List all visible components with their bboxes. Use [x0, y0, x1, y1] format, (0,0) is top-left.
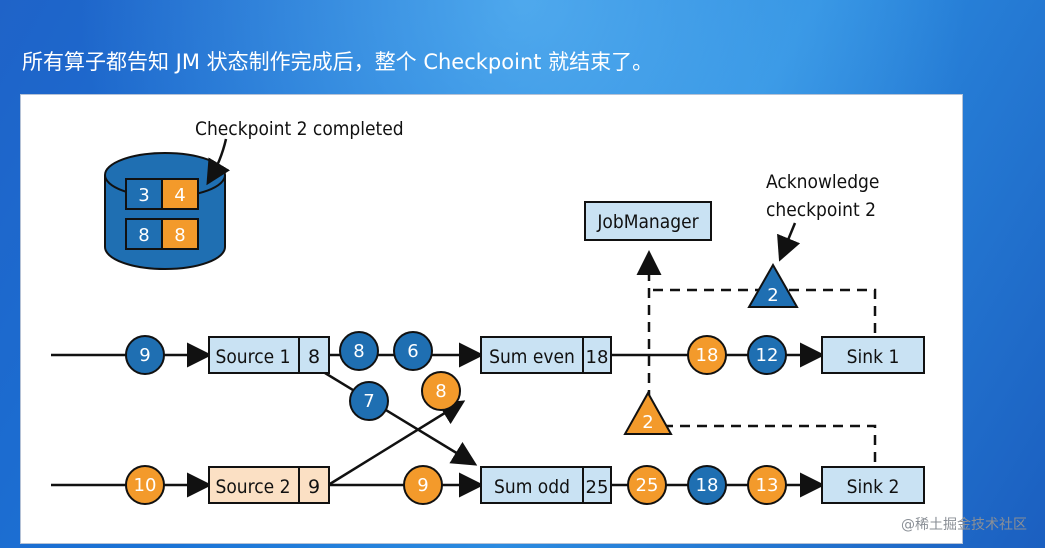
source2-box: Source 2 9 [208, 466, 330, 504]
sum-even-box: Sum even 18 [480, 336, 612, 374]
sink2-box: Sink 2 [821, 466, 925, 504]
sum-even-label: Sum even [489, 346, 575, 368]
record-blue [339, 331, 379, 371]
checkpoint-diagram: 3 4 8 8 Checkpoint 2 completed JobManage… [51, 118, 925, 505]
record-orange [627, 465, 667, 505]
jobmanager-box [584, 201, 712, 241]
checkpoint-storage: 3 4 8 8 [104, 152, 226, 270]
storage-cell [161, 218, 199, 250]
storage-label-arrow [206, 138, 231, 186]
record-value: 25 [636, 475, 659, 496]
ack-lines [636, 250, 877, 462]
source1-box: Source 1 8 [208, 336, 330, 374]
record-value: 13 [756, 475, 779, 496]
sum-odd-label: Sum odd [494, 476, 570, 498]
jobmanager-label: JobManager [596, 211, 699, 233]
ack-label-line2: checkpoint 2 [766, 199, 876, 221]
sink1-box: Sink 1 [821, 336, 925, 374]
record-blue [349, 381, 389, 421]
storage-cell-value: 4 [174, 185, 185, 206]
sum-odd-state: 25 [586, 477, 609, 498]
stream-s2-even [324, 400, 466, 489]
record-orange [687, 335, 727, 375]
ack-label-arrow [777, 222, 801, 262]
record-blue [747, 335, 787, 375]
record-value: 12 [756, 345, 779, 366]
record-value: 9 [417, 475, 428, 496]
record-orange [403, 465, 443, 505]
record-blue [393, 331, 433, 371]
source1-label: Source 1 [216, 346, 291, 368]
slide-caption: 所有算子都告知 JM 状态制作完成后，整个 Checkpoint 就结束了。 [22, 50, 654, 74]
sum-even-state: 18 [586, 347, 609, 368]
watermark: @稀土掘金技术社区 [901, 517, 1027, 533]
record-value: 9 [139, 345, 150, 366]
barrier-bottom [623, 390, 673, 435]
barrier-top-label: 2 [767, 285, 778, 306]
source1-state: 8 [308, 346, 320, 368]
source2-state: 9 [308, 476, 320, 498]
storage-cell-value: 8 [174, 225, 185, 246]
stream-s1-odd [324, 371, 478, 466]
source2-label: Source 2 [216, 476, 291, 498]
sink1-label: Sink 1 [847, 346, 900, 368]
record-value: 18 [696, 475, 719, 496]
record-value: 8 [435, 381, 446, 402]
record-blue [687, 465, 727, 505]
record-value: 7 [363, 391, 374, 412]
record-value: 10 [134, 475, 157, 496]
storage-cell-value: 3 [138, 185, 149, 206]
ack-label-line1: Acknowledge [766, 171, 879, 193]
record-blue [125, 335, 165, 375]
record-orange [421, 371, 461, 411]
storage-label: Checkpoint 2 completed [195, 118, 404, 140]
storage-cell-value: 8 [138, 225, 149, 246]
record-orange [747, 465, 787, 505]
storage-cell [125, 178, 163, 210]
sink2-label: Sink 2 [847, 476, 900, 498]
record-value: 6 [407, 341, 418, 362]
diagram-panel: 3 4 8 8 Checkpoint 2 completed JobManage… [20, 94, 963, 544]
record-value: 18 [696, 345, 719, 366]
barrier-bottom-label: 2 [642, 412, 653, 433]
sum-odd-box: Sum odd 25 [480, 466, 612, 504]
record-value: 8 [353, 341, 364, 362]
record-orange [125, 465, 165, 505]
barrier-top [747, 262, 799, 308]
storage-cell [161, 178, 199, 210]
